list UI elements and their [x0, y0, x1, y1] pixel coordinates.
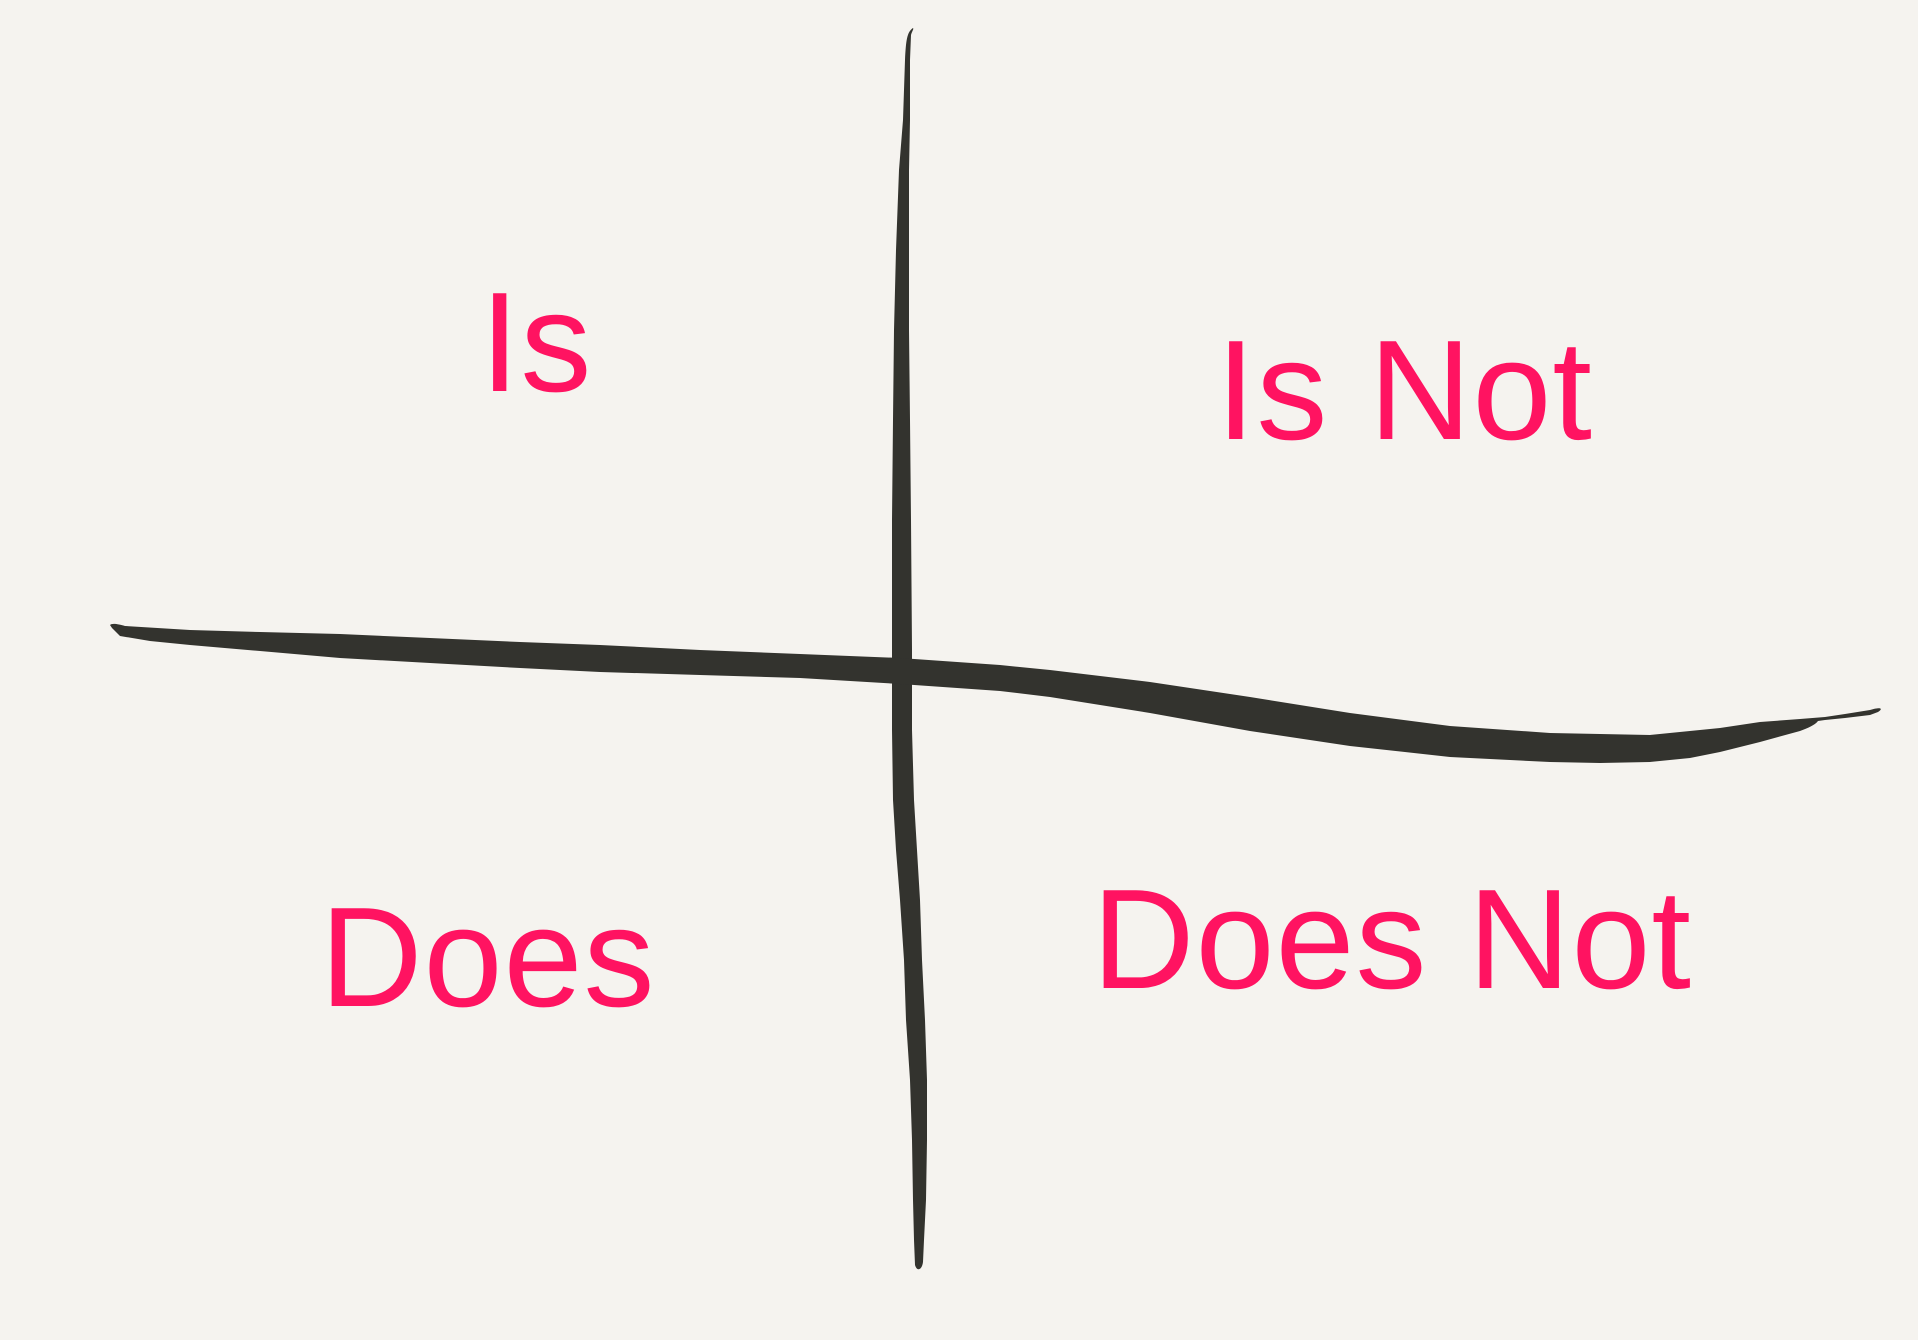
horizontal-axis-line — [110, 623, 1881, 763]
quadrant-label-does: Does — [320, 878, 656, 1037]
quadrant-label-is-not: Is Not — [1216, 311, 1593, 470]
quadrant-label-is: Is — [480, 263, 593, 422]
quadrant-label-does-not: Does Not — [1092, 860, 1692, 1019]
vertical-axis-line — [892, 28, 927, 1270]
